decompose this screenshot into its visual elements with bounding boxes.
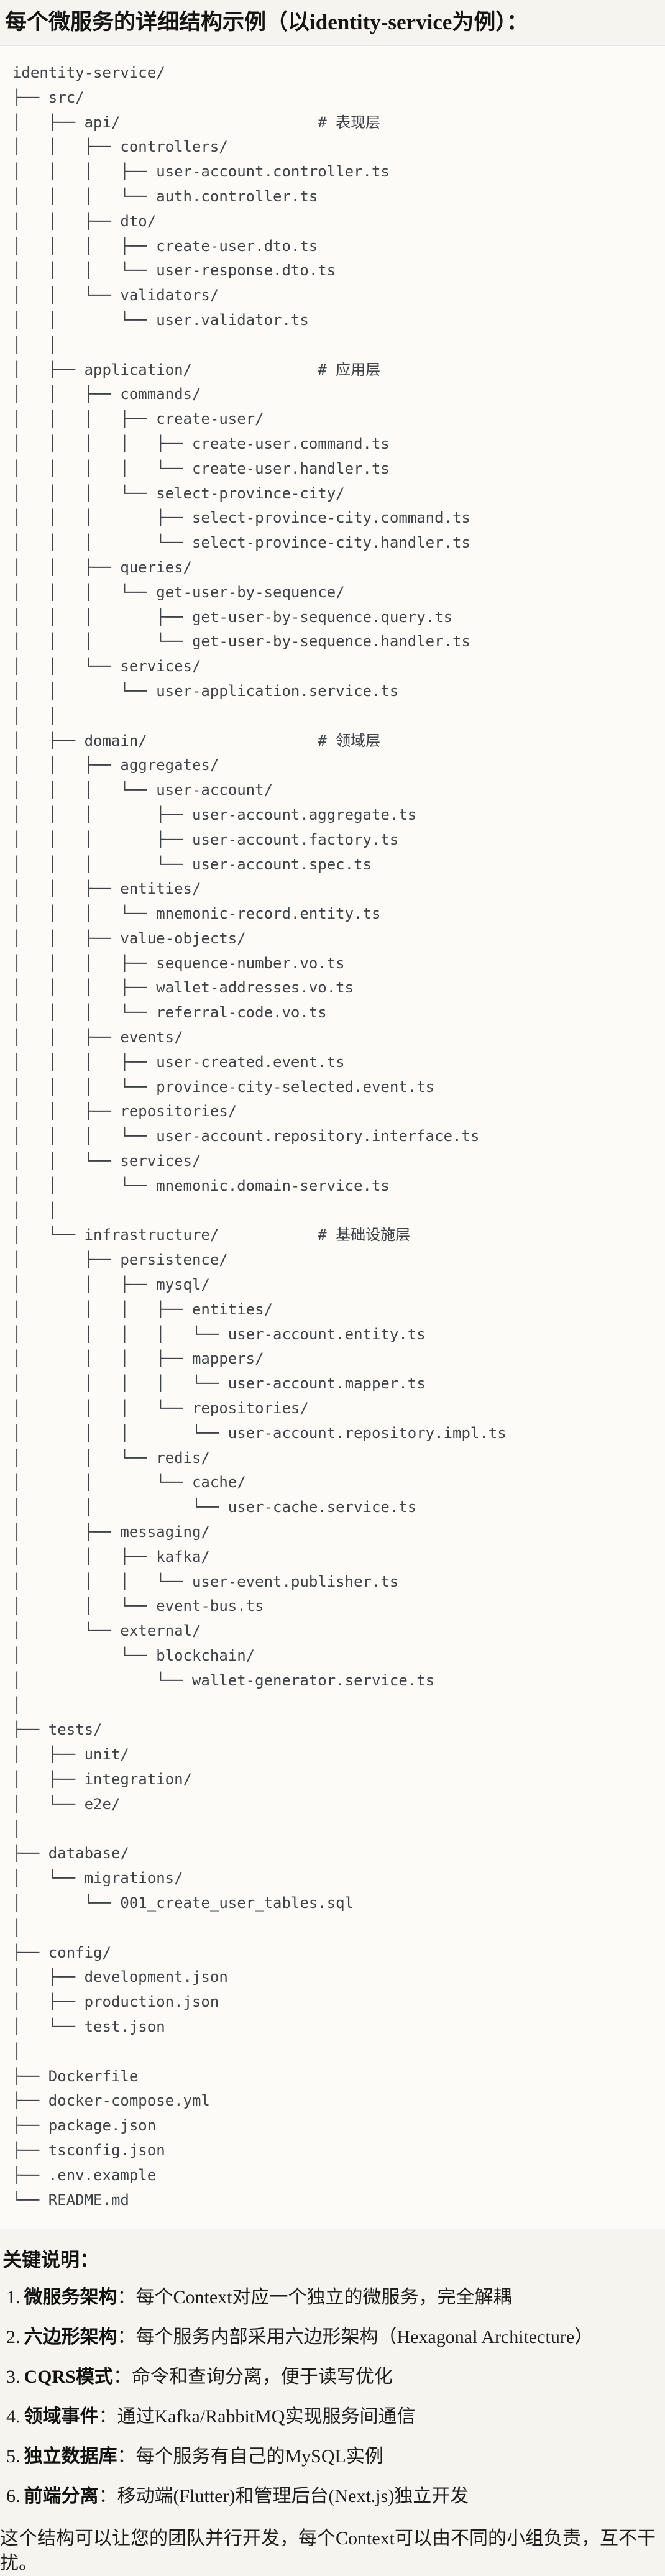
code-block: identity-service/ ├── src/ │ ├── api/ # … xyxy=(0,45,665,2230)
note-item-6: 6.前端分离：移动端(Flutter)和管理后台(Next.js)独立开发 xyxy=(6,2484,660,2509)
note-number: 3. xyxy=(6,2367,21,2388)
outro-paragraph: 这个结构可以让您的团队并行开发，每个Context可以由不同的小组负责，互不干扰… xyxy=(0,2528,656,2574)
note-item-3: 3.CQRS模式：命令和查询分离，便于读写优化 xyxy=(6,2365,660,2390)
note-item-2: 2.六边形架构：每个服务内部采用六边形架构（Hexagonal Architec… xyxy=(6,2325,660,2350)
note-term: 前端分离 xyxy=(24,2486,99,2507)
note-item-4: 4.领域事件：通过Kafka/RabbitMQ实现服务间通信 xyxy=(6,2404,660,2429)
note-item-1: 1.微服务架构：每个Context对应一个独立的微服务，完全解耦 xyxy=(6,2285,660,2310)
key-notes-section: 关键说明： 1.微服务架构：每个Context对应一个独立的微服务，完全解耦 2… xyxy=(0,2229,665,2576)
note-number: 6. xyxy=(6,2486,21,2507)
note-term: 六边形架构 xyxy=(24,2327,117,2348)
note-item-5: 5.独立数据库：每个服务有自己的MySQL实例 xyxy=(6,2444,660,2469)
note-number: 5. xyxy=(6,2446,21,2467)
note-number: 1. xyxy=(6,2287,21,2308)
note-term: CQRS模式 xyxy=(24,2367,113,2388)
note-desc: ：移动端(Flutter)和管理后台(Next.js)独立开发 xyxy=(98,2486,469,2507)
note-term: 领域事件 xyxy=(24,2406,99,2427)
note-desc: ：命令和查询分离，便于读写优化 xyxy=(112,2367,393,2388)
note-term: 独立数据库 xyxy=(24,2446,117,2467)
note-number: 4. xyxy=(6,2406,21,2427)
key-notes-list: 1.微服务架构：每个Context对应一个独立的微服务，完全解耦 2.六边形架构… xyxy=(6,2285,660,2509)
note-desc: ：通过Kafka/RabbitMQ实现服务间通信 xyxy=(98,2406,416,2427)
note-desc: ：每个Context对应一个独立的微服务，完全解耦 xyxy=(117,2287,512,2308)
note-number: 2. xyxy=(6,2327,21,2348)
note-desc: ：每个服务有自己的MySQL实例 xyxy=(117,2446,383,2467)
note-desc: ：每个服务内部采用六边形架构（Hexagonal Architecture） xyxy=(117,2327,594,2348)
note-term: 微服务架构 xyxy=(24,2287,117,2308)
key-notes-heading: 关键说明： xyxy=(2,2249,99,2271)
directory-tree: identity-service/ ├── src/ │ ├── api/ # … xyxy=(12,64,507,2209)
page-title: 每个微服务的详细结构示例（以identity-service为例）： xyxy=(5,10,528,34)
